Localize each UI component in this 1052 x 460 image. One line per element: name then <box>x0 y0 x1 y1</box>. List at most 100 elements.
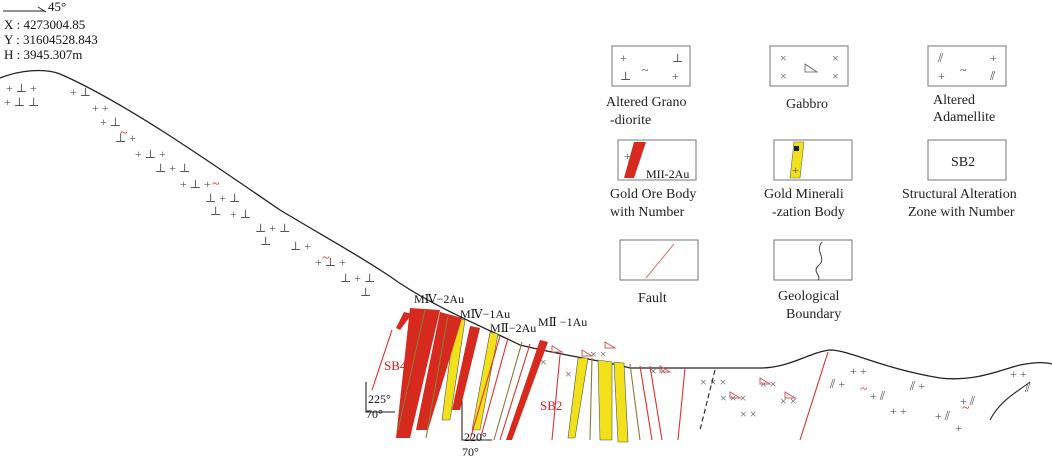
svg-text:Gabbro: Gabbro <box>786 97 828 112</box>
structural-lines <box>371 309 829 441</box>
svg-text:with Number: with Number <box>610 205 685 220</box>
svg-text:Altered Grano: Altered Grano <box>606 95 686 110</box>
svg-text:× ×: × × <box>780 394 797 408</box>
legend-swatch-adamellite <box>927 45 1007 87</box>
fault-line-icon <box>645 243 675 279</box>
svg-text:~: ~ <box>962 401 970 416</box>
svg-text:⊥: ⊥ <box>260 234 271 248</box>
svg-text:+ ⊥: + ⊥ <box>100 115 121 129</box>
svg-text:+ ⊥ +: + ⊥ + <box>135 147 166 161</box>
svg-text:~: ~ <box>860 382 868 397</box>
svg-text:⊥ + ⊥: ⊥ + ⊥ <box>255 221 290 235</box>
svg-text:×: × <box>780 69 787 83</box>
legend-item-mineralization: + Gold Minerali -zation Body <box>764 139 853 220</box>
legend: +⊥ ⊥+ ~ Altered Grano -diorite ×× ×× Gab… <box>606 45 1017 322</box>
svg-text:+ ⊥ +: + ⊥ + <box>315 255 346 269</box>
svg-text:⊥: ⊥ <box>360 285 371 299</box>
svg-text:+ ⊥: + ⊥ <box>230 207 251 221</box>
attitude-sb2-dip: 70° <box>462 445 479 459</box>
svg-text:~: ~ <box>212 177 220 192</box>
adamellite-pattern: ⫽ + + + + ⫽ + + ⫽ + + ⫽ + ⫽ + + ⫽ + <box>829 364 1031 435</box>
svg-text:+ ⫽: + ⫽ <box>935 409 951 423</box>
svg-text:+ ⊥: + ⊥ <box>70 85 91 99</box>
legend-swatch-alteration-zone <box>927 139 1007 181</box>
svg-text:×: × <box>565 367 572 381</box>
zone-label-sb2: SB2 <box>540 398 562 413</box>
svg-text:+: + <box>620 51 627 65</box>
svg-text:~: ~ <box>322 251 330 266</box>
legend-zone-sample: SB2 <box>951 155 975 170</box>
svg-text:+ ⊥ +: + ⊥ + <box>6 81 37 95</box>
svg-text:⫽: ⫽ <box>1024 381 1031 395</box>
svg-text:⫽ +: ⫽ + <box>829 377 845 391</box>
legend-ore-sample: MII-2Au <box>646 167 689 181</box>
svg-text:~: ~ <box>960 63 967 77</box>
gold-ore-bodies <box>396 308 548 440</box>
svg-text:⫽: ⫽ <box>937 51 944 65</box>
svg-text:~: ~ <box>642 63 649 77</box>
section-bottom-boundary <box>365 381 1031 441</box>
svg-text:×: × <box>780 51 787 65</box>
svg-text:⊥: ⊥ <box>672 51 683 65</box>
svg-text:Zone with Number: Zone with Number <box>908 205 1015 220</box>
svg-text:Fault: Fault <box>638 291 667 306</box>
svg-text:Gold Minerali: Gold Minerali <box>764 187 844 202</box>
label-miv-2au: MⅣ−2Au <box>414 292 464 306</box>
svg-text:Geological: Geological <box>778 289 840 304</box>
svg-text:+: + <box>990 51 997 65</box>
svg-text:+ ⫽: + ⫽ <box>960 394 976 408</box>
legend-swatch-mineralization <box>773 139 853 181</box>
zone-label-sb4: SB4 <box>384 358 407 373</box>
svg-text:⊥: ⊥ <box>620 69 631 83</box>
svg-text:× ×: × × <box>590 347 607 361</box>
legend-swatch-granodiorite <box>611 45 691 87</box>
svg-text:⊥: ⊥ <box>210 204 221 218</box>
gabbro-triangle-symbols <box>551 341 797 399</box>
svg-text:+ +: + + <box>850 364 867 378</box>
legend-swatch-boundary <box>773 239 853 281</box>
svg-text:+ ⊥ +: + ⊥ + <box>180 177 211 191</box>
label-mii-1au: MⅡ −1Au <box>538 315 587 329</box>
legend-item-ore-body: + MII-2Au Gold Ore Body with Number <box>610 139 697 220</box>
svg-text:×: × <box>540 355 547 369</box>
legend-item-alteration-zone: SB2 Structural Alteration Zone with Numb… <box>902 139 1017 220</box>
svg-text:+: + <box>792 163 799 177</box>
svg-text:⊥ + ⊥: ⊥ + ⊥ <box>205 191 240 205</box>
legend-swatch-fault <box>619 239 699 281</box>
boundary-line-icon <box>815 241 823 281</box>
label-mii-2au: MⅡ−2Au <box>490 321 536 335</box>
legend-item-gabbro: ×× ×× Gabbro <box>769 45 849 112</box>
svg-text:+ ⫽: + ⫽ <box>870 389 886 403</box>
legend-item-boundary: Geological Boundary <box>773 239 853 322</box>
coord-y: Y : 31604528.843 <box>4 32 98 47</box>
coord-h: H : 3945.307m <box>4 47 82 62</box>
svg-text:~: ~ <box>120 126 128 141</box>
orientation-angle: 45° <box>48 0 66 14</box>
orientation-header: 45° X : 4273004.85 Y : 31604528.843 H : … <box>3 0 98 62</box>
adamellite-tilde-symbols: ~ ~ <box>860 382 970 416</box>
legend-swatch-gabbro <box>769 45 849 87</box>
coord-x: X : 4273004.85 <box>4 17 85 32</box>
svg-text:Adamellite: Adamellite <box>933 110 995 125</box>
attitude-sb2-azimuth: 220° <box>464 430 487 444</box>
svg-text:×: × <box>832 51 839 65</box>
label-miv-1au: MⅣ−1Au <box>460 307 510 321</box>
svg-text:⊥ +: ⊥ + <box>115 131 136 145</box>
ore-body-labels: MⅣ−2Au MⅣ−1Au MⅡ−2Au MⅡ −1Au <box>414 292 587 335</box>
legend-item-granodiorite: +⊥ ⊥+ ~ Altered Grano -diorite <box>606 45 691 128</box>
svg-text:Gold Ore Body: Gold Ore Body <box>610 187 696 202</box>
attitude-sb4-azimuth: 225° <box>368 392 391 406</box>
topographic-surface <box>0 69 1052 380</box>
svg-text:⊥ +: ⊥ + <box>290 239 311 253</box>
svg-text:+: + <box>624 149 631 163</box>
svg-text:Altered: Altered <box>933 93 975 108</box>
attitude-sb4-dip: 70° <box>366 407 383 421</box>
svg-text:+ ⊥ ⊥: + ⊥ ⊥ <box>4 95 39 109</box>
svg-text:+ +: + + <box>1010 367 1027 381</box>
legend-item-adamellite: ⫽+ +⫽ ~ Altered Adamellite <box>927 45 1007 125</box>
svg-text:+: + <box>938 69 945 83</box>
svg-text:-diorite: -diorite <box>610 113 651 128</box>
svg-text:-zation Body: -zation Body <box>772 205 845 220</box>
svg-text:⊥ + ⊥: ⊥ + ⊥ <box>340 271 375 285</box>
